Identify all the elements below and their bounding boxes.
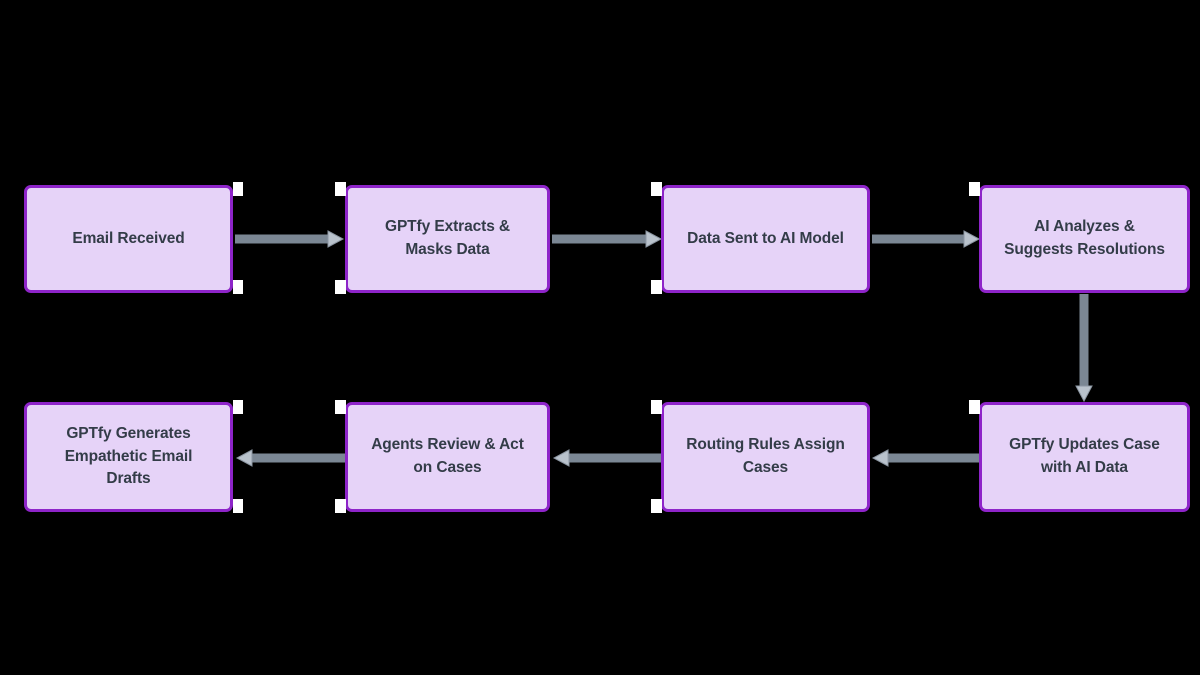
node-label: Email Received <box>72 229 185 247</box>
node-label: AI Analyzes & Suggests Resolutions <box>1004 218 1165 258</box>
render-artifact <box>233 499 243 513</box>
render-artifact <box>233 182 243 196</box>
edge-ai-analyzes-to-gptfy-updates <box>1072 292 1096 404</box>
edge-gptfy-updates-to-routing-rules <box>870 446 983 470</box>
node-email-received[interactable]: Email Received <box>24 185 233 293</box>
node-label: GPTfy Extracts & Masks Data <box>384 218 511 258</box>
node-label: Routing Rules Assign Cases <box>686 436 845 476</box>
node-agents-review-act-on-cases[interactable]: Agents Review & Act on Cases <box>345 402 550 512</box>
node-routing-rules-assign-cases[interactable]: Routing Rules Assign Cases <box>661 402 870 512</box>
node-label: GPTfy Updates Case with AI Data <box>1009 436 1160 476</box>
edge-email-received-to-gptfy-extracts <box>233 227 347 251</box>
edge-data-sent-to-ai-analyzes <box>870 227 983 251</box>
node-ai-analyzes-suggests-resolutions[interactable]: AI Analyzes & Suggests Resolutions <box>979 185 1190 293</box>
render-artifact <box>233 400 243 414</box>
node-data-sent-to-ai-model[interactable]: Data Sent to AI Model <box>661 185 870 293</box>
render-artifact <box>233 280 243 294</box>
edge-gptfy-extracts-to-data-sent <box>550 227 665 251</box>
node-gptfy-generates-empathetic-email-drafts[interactable]: GPTfy Generates Empathetic Email Drafts <box>24 402 233 512</box>
node-label: Agents Review & Act on Cases <box>371 436 524 476</box>
edge-routing-rules-to-agents-review <box>550 446 665 470</box>
node-label: GPTfy Generates Empathetic Email Drafts <box>64 424 193 488</box>
node-gptfy-updates-case-with-ai-data[interactable]: GPTfy Updates Case with AI Data <box>979 402 1190 512</box>
node-label: Data Sent to AI Model <box>687 229 844 247</box>
edge-agents-review-to-gptfy-generates <box>233 446 347 470</box>
node-gptfy-extracts-masks-data[interactable]: GPTfy Extracts & Masks Data <box>345 185 550 293</box>
